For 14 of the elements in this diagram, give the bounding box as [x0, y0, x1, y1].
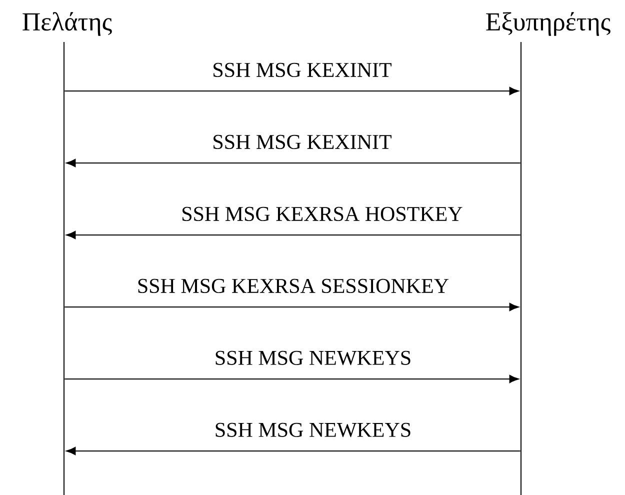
- message-label: SSH MSG KEXRSA SESSIONKEY: [138, 278, 448, 294]
- arrow: [64, 86, 519, 96]
- message-label: SSH MSG NEWKEYS: [216, 422, 410, 438]
- message-label: SSH MSG NEWKEYS: [216, 350, 410, 366]
- arrow: [66, 158, 521, 168]
- arrow: [64, 302, 519, 312]
- arrow: [64, 374, 519, 384]
- message-label: SSH MSG KEXINIT: [214, 134, 392, 150]
- message-label: SSH MSG KEXRSA HOSTKEY: [182, 206, 462, 222]
- message-label: SSH MSG KEXINIT: [214, 62, 392, 78]
- arrow: [66, 446, 521, 456]
- participant-label: Εξυπηρέτης: [486, 12, 610, 36]
- arrow: [66, 230, 521, 240]
- participant-label: Πελάτης: [22, 12, 112, 36]
